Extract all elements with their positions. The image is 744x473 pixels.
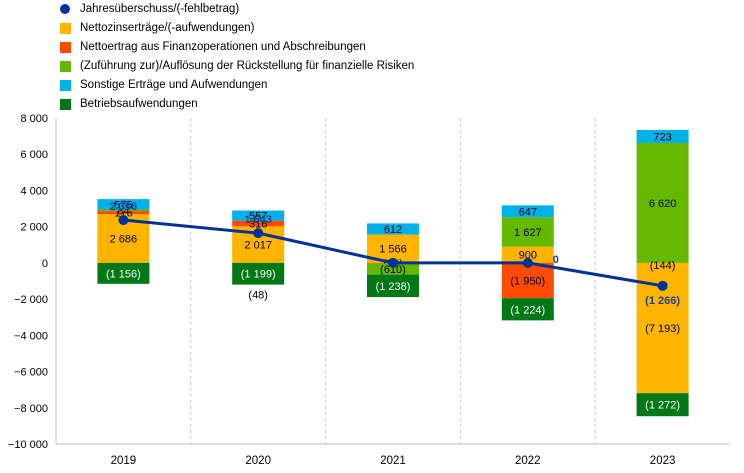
- legend-label: Jahresüberschuss/(-fehlbetrag): [80, 3, 240, 15]
- bar-segment: [501, 298, 554, 321]
- bar-segment: [636, 142, 689, 263]
- legend-swatch: [60, 23, 71, 34]
- data-label: (144): [650, 260, 676, 272]
- y-tick-label: −2 000: [14, 294, 48, 306]
- data-label: 6 620: [649, 198, 677, 210]
- bar-segment: [501, 205, 554, 218]
- legend-label: Betriebsaufwendungen: [80, 98, 198, 110]
- data-label: (1 950): [510, 276, 545, 288]
- legend-label: Sonstige Erträge und Aufwendungen: [80, 79, 268, 91]
- data-label: (1 272): [645, 400, 680, 412]
- data-label: (610): [380, 264, 406, 276]
- bar-segment: [636, 129, 689, 143]
- y-tick-label: 6 000: [20, 149, 48, 161]
- y-tick-label: −4 000: [14, 330, 48, 342]
- bar-segment: [501, 217, 554, 247]
- data-label: 575: [114, 199, 132, 211]
- y-tick-label: 8 000: [20, 113, 48, 125]
- line-marker: [657, 280, 668, 291]
- x-tick-label: 2020: [245, 455, 271, 467]
- bar-segment: [232, 262, 285, 285]
- y-tick-label: −10 000: [8, 439, 48, 451]
- bar-segment: [636, 393, 689, 417]
- x-tick-label: 2023: [650, 455, 676, 467]
- line-marker: [118, 215, 129, 226]
- data-label: 2 017: [244, 240, 272, 252]
- bar-segment: [367, 274, 419, 298]
- data-label: (48): [248, 290, 268, 302]
- data-label: 900: [519, 250, 537, 262]
- y-tick-label: 4 000: [20, 185, 48, 197]
- data-label: 647: [519, 206, 537, 218]
- data-label: 1 566: [379, 244, 407, 256]
- legend-label: (Zuführung zur)/Auflösung der Rückstellu…: [80, 60, 415, 72]
- legend-label: Nettoertrag aus Finanzoperationen und Ab…: [80, 41, 366, 53]
- data-label: 723: [653, 131, 671, 143]
- bar-segment: [97, 199, 150, 210]
- legend-label: Nettozinserträge/(-aufwendungen): [80, 22, 255, 34]
- data-label: (1 199): [241, 269, 276, 281]
- bar-segment: [501, 246, 554, 263]
- legend-marker: [60, 4, 70, 14]
- x-tick-label: 2021: [380, 455, 406, 467]
- line-marker: [522, 257, 533, 268]
- data-label: (1 238): [376, 281, 411, 293]
- line-data-label: 0: [553, 254, 559, 266]
- x-tick-label: 2019: [111, 455, 137, 467]
- line-marker: [388, 257, 398, 268]
- legend-swatch: [60, 61, 71, 72]
- data-label: (7 193): [645, 323, 680, 335]
- data-label: 316: [249, 218, 267, 230]
- legend-swatch: [60, 42, 71, 53]
- bar-segment: [367, 263, 419, 275]
- bar-segment: [501, 262, 554, 299]
- y-tick-label: −6 000: [14, 367, 48, 379]
- bar-segment: [97, 209, 150, 212]
- y-tick-label: −8 000: [14, 403, 48, 415]
- line-marker: [253, 228, 264, 239]
- data-label: 557: [249, 211, 267, 223]
- line-data-label: (1 266): [645, 295, 680, 307]
- legend-swatch: [60, 80, 71, 91]
- line-data-label: 2 366: [110, 201, 138, 213]
- data-label: 2 686: [110, 234, 138, 246]
- bar-segment: [97, 211, 150, 215]
- y-tick-label: 2 000: [20, 222, 48, 234]
- bar-segment: [97, 262, 150, 284]
- data-label: 612: [384, 224, 402, 236]
- data-label: (1 156): [106, 268, 141, 280]
- line-data-label: 1 643: [244, 214, 272, 226]
- bar-segment: [367, 223, 419, 235]
- data-label: (1 224): [510, 304, 545, 316]
- legend-swatch: [60, 99, 71, 110]
- x-tick-label: 2022: [515, 455, 541, 467]
- bar-segment: [232, 220, 285, 227]
- bar-segment: [232, 210, 285, 221]
- data-label: 1 627: [514, 227, 542, 239]
- y-tick-label: 0: [42, 258, 48, 270]
